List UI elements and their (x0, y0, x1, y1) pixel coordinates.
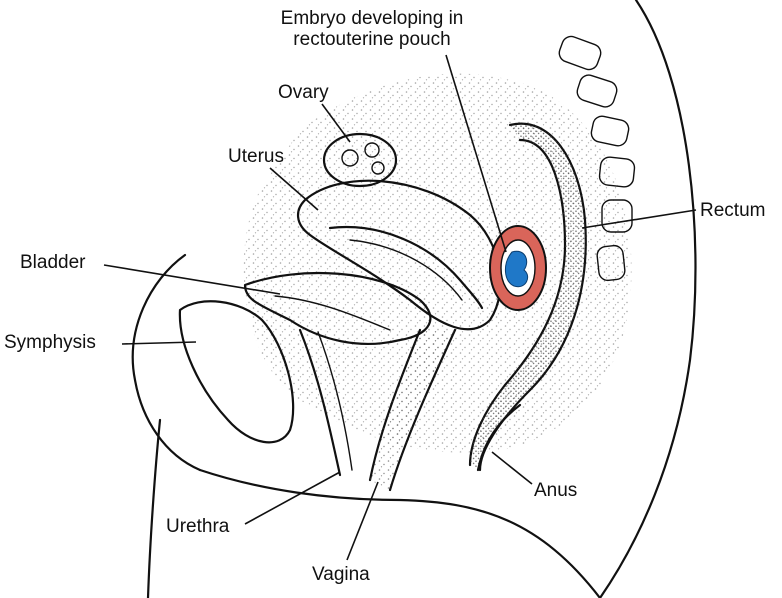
leader-rectum (581, 209, 697, 229)
body-outline-anterior (131, 253, 202, 472)
label-anus: Anus (534, 480, 578, 501)
uterus-shape (297, 179, 502, 331)
label-embryo: Embryo developing in rectouterine pouch (262, 8, 482, 50)
label-embryo-line1: Embryo developing in (280, 8, 464, 29)
uterus-cavity (328, 226, 484, 310)
leader-embryo (445, 54, 507, 253)
label-vagina: Vagina (312, 564, 370, 585)
leader-symphysis (121, 341, 197, 345)
anal-canal (476, 403, 522, 472)
leader-bladder (103, 264, 281, 295)
symphysis-bone (178, 300, 295, 444)
bladder-shape (243, 271, 432, 346)
label-uterus: Uterus (228, 146, 284, 167)
urethra-canal (298, 328, 342, 477)
leader-uterus (269, 167, 319, 211)
vertebra (596, 244, 626, 282)
perineum-outline (198, 468, 602, 598)
bladder-lumen (274, 295, 391, 331)
label-urethra: Urethra (166, 516, 230, 537)
leader-ovary (321, 103, 351, 143)
label-rectum: Rectum (700, 200, 766, 221)
label-bladder: Bladder (20, 252, 86, 273)
body-outline-posterior (598, 0, 697, 598)
leader-vagina (346, 481, 379, 561)
vertebra (558, 35, 602, 71)
thigh-outline (146, 418, 162, 598)
embryo (505, 250, 529, 288)
label-symphysis: Symphysis (4, 332, 96, 353)
vertebra (598, 156, 636, 188)
vertebra (576, 74, 618, 108)
uterus-wall (349, 239, 463, 301)
leader-anus (491, 451, 533, 485)
leader-urethra (244, 471, 341, 525)
vertebra (601, 199, 633, 233)
urethra-canal-inner (317, 331, 353, 471)
rectum-wall (470, 123, 586, 471)
ovary-shape (322, 132, 398, 188)
vagina-tissue (370, 330, 455, 490)
sacrum (558, 35, 636, 282)
label-ovary: Ovary (278, 82, 329, 103)
vertebra (590, 115, 630, 147)
label-embryo-line2: rectouterine pouch (293, 29, 451, 50)
